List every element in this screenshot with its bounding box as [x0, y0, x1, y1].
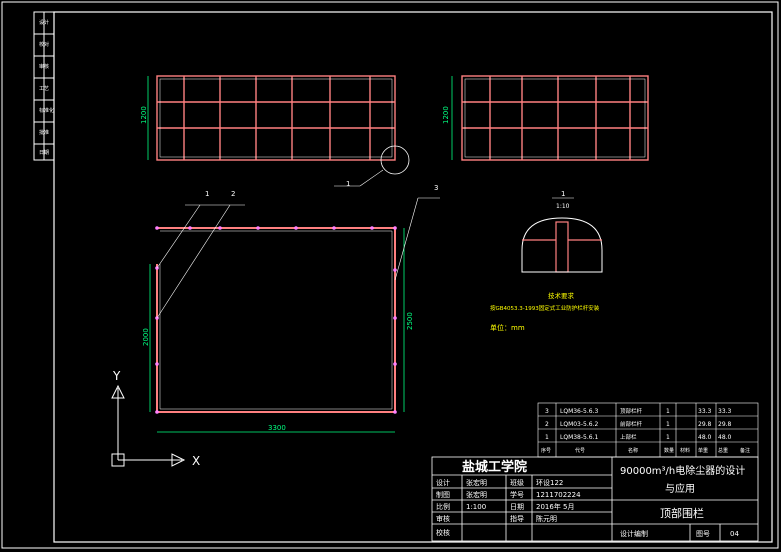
plan-left-height-dim: 2000: [142, 328, 150, 346]
plan-callout-2: 2: [231, 190, 235, 198]
rev-label-2: 审核: [39, 63, 49, 70]
title-block-cell: 2016年 5月: [536, 502, 575, 511]
notes-line1: 按GB4053.3-1993固定式工业防护栏杆安装: [490, 304, 600, 312]
axis-x-label: X: [192, 454, 200, 468]
bom-header-cell: 备注: [740, 447, 750, 454]
title-block-cell: 设计: [436, 478, 450, 487]
bom-row-qty: 1: [666, 408, 670, 415]
bom-header-cell: 总重: [718, 447, 728, 454]
bom-header-cell: 材料: [680, 447, 690, 454]
title-block-cell: 1211702224: [536, 491, 581, 499]
bom-row-no: 1: [545, 434, 549, 441]
project-title: 90000m³/h电除尘器的设计: [620, 464, 745, 477]
drawing-name: 顶部围栏: [660, 506, 704, 520]
bom-row-weight2: 48.0: [718, 434, 732, 441]
bom-row-weight1: 29.8: [698, 421, 712, 428]
title-block-cell: 比例: [436, 502, 450, 511]
bom-row-no: 2: [545, 421, 549, 428]
bom-text-group: 3 LQM36-5.6.3 顶部栏杆 1 33.3 33.3 2 LQM03-5.6.2 前部栏…: [541, 407, 750, 454]
rev-label-6: 日期: [39, 150, 49, 156]
title-block-cell: 班级: [510, 478, 524, 487]
bom-header-cell: 单重: [698, 447, 708, 454]
title-block-cell: 制图: [436, 490, 450, 499]
title-block-cell: 校核: [436, 528, 450, 537]
left-view-height-dim: 1200: [140, 106, 148, 124]
plan-callout-1: 1: [205, 190, 209, 198]
detail-callout: 1: [334, 145, 410, 188]
notes-line2: 单位：mm: [490, 323, 525, 332]
right-elevation-railing: 1200: [442, 75, 649, 161]
right-view-height-dim: 1200: [442, 106, 450, 124]
ucs-axes-icon: Y X: [111, 369, 200, 468]
bom-row-name: 前部栏杆: [620, 420, 643, 428]
bom-row-code: LQM03-5.6.2: [560, 421, 598, 428]
bom-header-cell: 名称: [628, 447, 638, 454]
bom-row-weight2: 33.3: [718, 408, 732, 415]
title-block-cell: 学号: [510, 490, 524, 499]
plan-right-height-dim: 2500: [406, 312, 414, 330]
title-block-cell: 日期: [510, 503, 524, 511]
bom-row-name: 上部栏: [620, 433, 637, 441]
bom-row-qty: 1: [666, 434, 670, 441]
rev-label-3: 工艺: [39, 86, 49, 92]
bom-row-no: 3: [545, 408, 549, 415]
title-block-cell: 张宏明: [466, 478, 487, 487]
bom-row-qty: 1: [666, 421, 670, 428]
rev-label-0: 设计: [39, 19, 49, 26]
bom-row-code: LQM36-5.6.3: [560, 408, 598, 415]
rev-label-5: 批准: [39, 129, 49, 136]
plan-width-dim: 3300: [268, 424, 286, 432]
rev-label-1: 校对: [39, 41, 49, 48]
school-name: 盐城工学院: [462, 459, 527, 475]
bom-row-weight2: 29.8: [718, 421, 732, 428]
footer-left: 设计编制: [620, 529, 648, 538]
project-title-line2: 与应用: [665, 482, 695, 495]
bom-header-cell: 代号: [575, 447, 585, 454]
title-block: [431, 456, 759, 542]
title-block-cell: 1:100: [466, 503, 486, 511]
bom-header-cell: 数量: [664, 447, 674, 454]
left-elevation-railing: 1200: [140, 75, 396, 161]
inner-frame: [53, 11, 773, 543]
title-block-cell: 张宏明: [466, 490, 487, 499]
title-block-cell: 指导: [510, 514, 524, 523]
bom-row-weight1: 33.3: [698, 408, 712, 415]
bom-row-weight1: 48.0: [698, 434, 712, 441]
detail-view: 1 1:10: [521, 190, 603, 273]
bom-table: [537, 402, 759, 458]
detail-scale: 1:10: [556, 203, 570, 210]
footer-right-label: 图号: [696, 530, 710, 538]
title-block-cell: 环设122: [536, 478, 563, 487]
bom-row-code: LQM38-5.6.1: [560, 434, 598, 441]
bom-row-name: 顶部栏杆: [620, 407, 643, 415]
axis-y-label: Y: [112, 369, 121, 383]
left-revision-table: 设计 校对 审核 工艺 标准化 批准 日期: [33, 11, 55, 161]
footer-right-value: 04: [730, 530, 739, 538]
technical-notes: 技术要求 按GB4053.3-1993固定式工业防护栏杆安装 单位：mm: [490, 291, 600, 332]
plan-view-railing: 2000 2500 3300 1 2 3: [142, 184, 440, 433]
bom-header-cell: 序号: [541, 447, 551, 454]
title-block-cell: 陈元明: [536, 514, 557, 523]
plan-callout-3: 3: [434, 184, 438, 192]
detail-number: 1: [561, 190, 565, 198]
rev-label-4: 标准化: [39, 107, 54, 114]
notes-title: 技术要求: [548, 291, 575, 300]
detail-ref-label: 1: [346, 180, 350, 188]
title-block-cell: 审核: [436, 514, 450, 523]
